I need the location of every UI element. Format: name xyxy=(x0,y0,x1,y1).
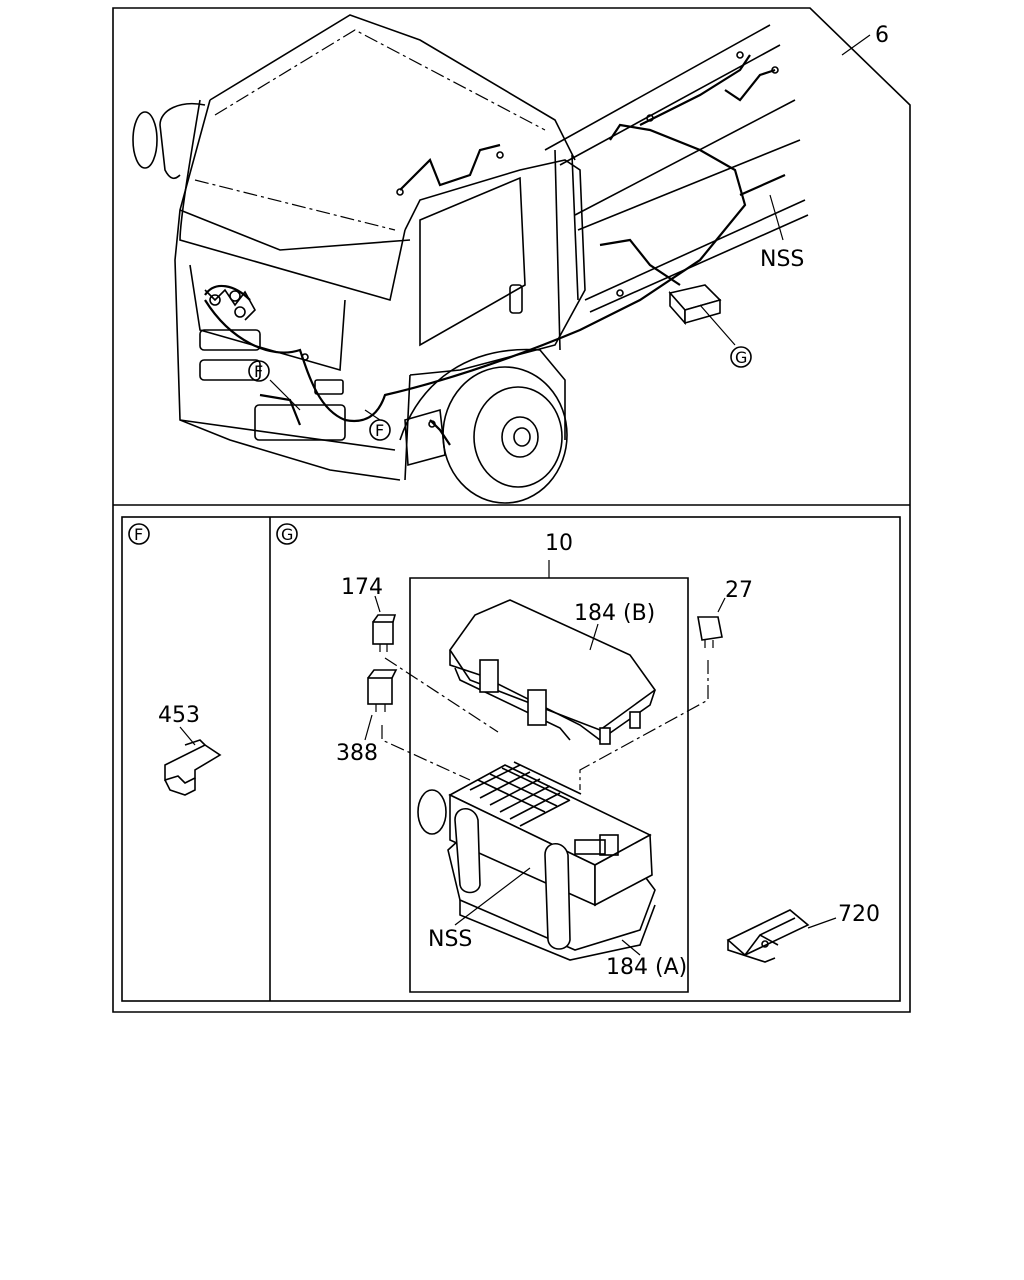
outer-frame xyxy=(112,7,911,1013)
base-184a-label: 184 (A) xyxy=(606,955,687,980)
relay-174-part xyxy=(372,595,499,733)
nss-label-top: NSS xyxy=(760,247,804,272)
cover-184b-label: 184 (B) xyxy=(574,601,655,626)
relay-174-label: 174 xyxy=(341,575,383,600)
callout-f-1: F xyxy=(248,360,270,382)
panel-g-letter: G xyxy=(281,525,293,544)
fuse-27-label: 27 xyxy=(725,578,753,603)
callout-g-top: G xyxy=(730,346,752,368)
box-10-label: 10 xyxy=(545,531,573,556)
fuse-block-part xyxy=(448,761,653,950)
detail-panels-frame xyxy=(121,516,901,1002)
relay-388-label: 388 xyxy=(336,741,378,766)
bracket-720-label: 720 xyxy=(838,902,880,927)
callout-f-2: F xyxy=(369,419,391,441)
bracket-720-part xyxy=(726,909,837,963)
assembly-number-label: 6 xyxy=(875,23,889,48)
box-10-bracket xyxy=(409,560,689,993)
top-leader-lines xyxy=(269,34,871,421)
callout-f-2-letter: F xyxy=(375,421,384,440)
clip-453-label: 453 xyxy=(158,703,200,728)
clip-453-part xyxy=(164,726,222,796)
nss-box-label: NSS xyxy=(428,927,472,952)
fuse-27-part xyxy=(579,597,726,790)
panel-f-title: F xyxy=(128,523,150,545)
panel-f-letter: F xyxy=(134,525,143,544)
callout-g-top-letter: G xyxy=(735,348,747,367)
panel-g-title: G xyxy=(276,523,298,545)
callout-f-1-letter: F xyxy=(254,362,263,381)
relay-388-part xyxy=(364,669,471,781)
truck-cab-illustration xyxy=(132,14,809,504)
cover-184b-part xyxy=(449,599,657,745)
